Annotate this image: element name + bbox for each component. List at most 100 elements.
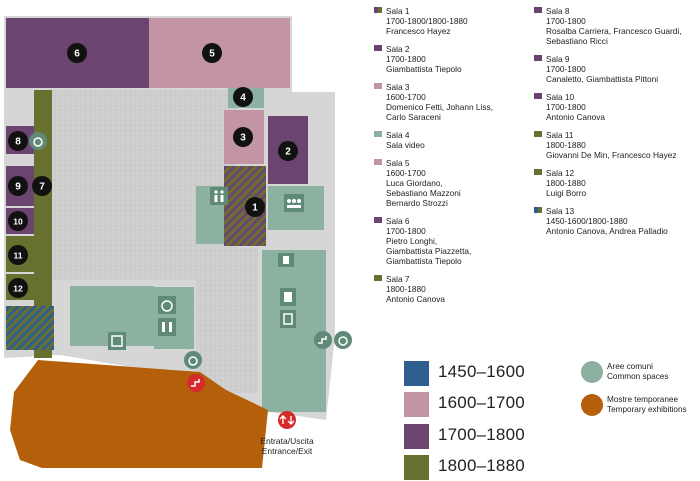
room-title: Sala 12 <box>546 168 575 178</box>
room-title: Sala 4 <box>386 130 410 140</box>
room-swatch <box>374 83 382 89</box>
area-label-it: Aree comuni <box>607 362 653 371</box>
period-1600-1700: 1600–1700 <box>404 392 594 417</box>
period-swatch <box>404 424 429 449</box>
room-title: Sala 9 <box>546 54 570 64</box>
room-swatch <box>374 159 382 165</box>
room-period: 1800-1880 <box>546 178 586 188</box>
info-icon <box>278 253 294 267</box>
elevator-icon <box>108 332 126 350</box>
room-title: Sala 11 <box>546 130 574 140</box>
room-swatch <box>534 207 542 213</box>
period-swatch <box>404 392 429 417</box>
room-marker-circle <box>233 127 253 147</box>
wheelchair-icon <box>158 296 176 314</box>
room-title: Sala 7 <box>386 274 410 284</box>
room-artists: Francesco Hayez <box>386 26 451 36</box>
room-marker-2: 2 <box>278 141 298 161</box>
area-label-en: Temporary exhibitions <box>607 405 687 414</box>
room-marker-number: 10 <box>13 217 23 227</box>
room-marker-number: 3 <box>240 133 246 144</box>
room-period: 1700-1800 <box>546 102 586 112</box>
period-label: 1700–1800 <box>438 425 525 444</box>
entrance-label-it: Entrata/Uscita <box>260 436 314 446</box>
room-swatch <box>374 217 382 223</box>
room-marker-10: 10 <box>8 211 28 231</box>
room-marker-number: 11 <box>14 251 23 261</box>
room-title: Sala 2 <box>386 44 410 54</box>
room-artists: Domenico Fetti, Johann Liss, Carlo Sarac… <box>386 102 493 122</box>
room-title: Sala 1 <box>386 6 410 16</box>
room-marker-number: 6 <box>74 49 80 60</box>
room-swatch <box>534 7 542 13</box>
stairs-icon <box>314 331 332 349</box>
room-marker-12: 12 <box>8 278 28 298</box>
room-swatch <box>534 55 542 61</box>
entrance-exit-icon <box>278 411 296 429</box>
room-swatch <box>374 131 382 137</box>
room-marker-number: 9 <box>15 182 21 193</box>
restroom-icon <box>210 187 228 205</box>
temporary-exhibitions-swatch <box>581 394 603 416</box>
room-period: 1600-1700 <box>386 168 426 178</box>
period-label: 1600–1700 <box>438 393 525 412</box>
restroom-icon <box>158 318 176 336</box>
room-marker-9: 9 <box>8 176 28 196</box>
room-marker-number: 2 <box>285 147 291 158</box>
room-artists: Pietro Longhi, Giambattista Piazzetta, G… <box>386 236 472 266</box>
room-title: Sala 8 <box>546 6 570 16</box>
room-marker-circle <box>8 278 28 298</box>
room-marker-number: 5 <box>209 49 215 60</box>
room-period: 1800-1880 <box>386 284 426 294</box>
room-artists: Antonio Canova <box>386 294 446 304</box>
room-marker-number: 8 <box>15 137 21 148</box>
room-swatch <box>534 169 542 175</box>
room-marker-circle <box>233 87 253 107</box>
room-period: 1450-1600/1800-1880 <box>546 216 628 226</box>
room-marker-circle <box>8 245 28 265</box>
room-marker-11: 11 <box>8 245 28 265</box>
room-marker-3: 3 <box>233 127 253 147</box>
room-marker-number: 7 <box>39 182 45 193</box>
room-marker-circle <box>8 176 28 196</box>
stairs-icon <box>280 310 296 328</box>
room-artists: Antonio Canova <box>546 112 606 122</box>
room-artists: Luigi Borro <box>546 188 587 198</box>
room-artists: Sala video <box>386 140 425 150</box>
area-label-it: Mostre temporanee <box>607 395 678 404</box>
room-marker-number: 1 <box>252 203 258 214</box>
stairs-icon <box>187 374 205 392</box>
period-1700-1800: 1700–1800 <box>404 424 594 449</box>
room-marker-circle <box>202 43 222 63</box>
room-swatch <box>374 275 382 281</box>
room-marker-6: 6 <box>67 43 87 63</box>
room-swatch <box>534 131 542 137</box>
room-artists: Canaletto, Giambattista Pittoni <box>546 74 659 84</box>
room-marker-7: 7 <box>32 176 52 196</box>
room-title: Sala 6 <box>386 216 410 226</box>
room-period: 1700-1800 <box>546 64 586 74</box>
room-swatch <box>374 45 382 51</box>
room-marker-number: 4 <box>240 93 246 104</box>
room-artists: Giambattista Tiepolo <box>386 64 462 74</box>
room-marker-circle <box>8 131 28 151</box>
room-marker-5: 5 <box>202 43 222 63</box>
room-period: 1600-1700 <box>386 92 426 102</box>
room-artists: Giovanni De Min, Francesco Hayez <box>546 150 677 160</box>
room-period: 1700-1800 <box>386 54 426 64</box>
room-marker-number: 12 <box>13 284 23 294</box>
wheelchair-icon <box>29 132 47 150</box>
room-swatch <box>534 93 542 99</box>
